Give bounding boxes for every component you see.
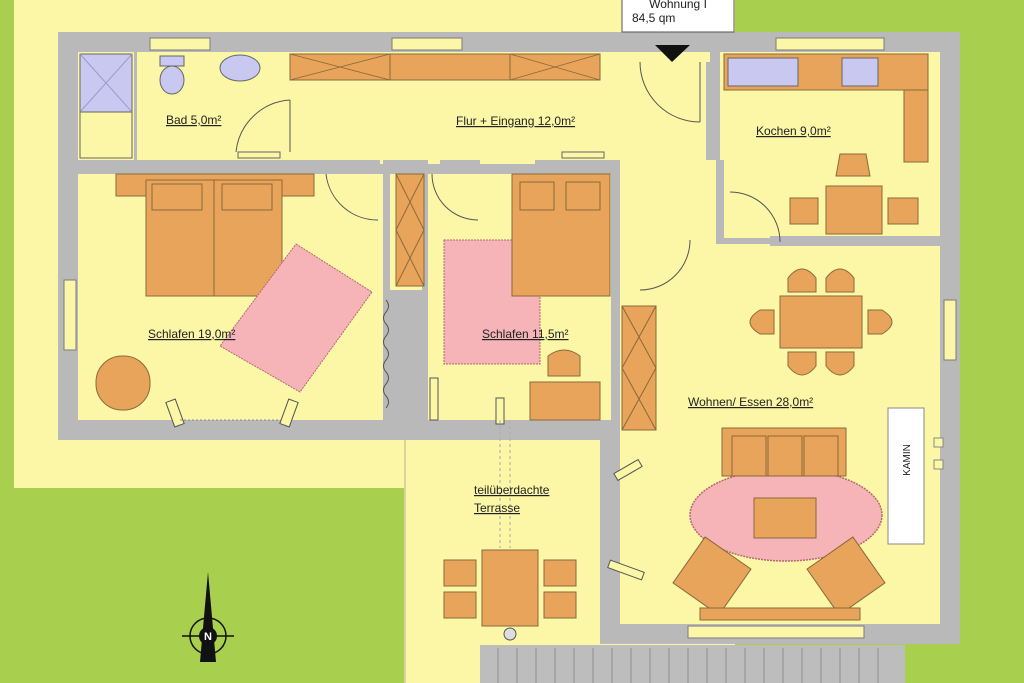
single-bed (511, 173, 611, 297)
windows (63, 37, 957, 639)
compass-letter: N (204, 631, 212, 643)
dining-set (749, 268, 893, 376)
compass-icon (182, 572, 234, 662)
fireplace (887, 407, 925, 545)
rug-large-bedroom (219, 243, 373, 393)
wardrobe-cross-lines (289, 53, 601, 81)
bedroom-terrace-door (165, 398, 299, 428)
armchair (95, 355, 151, 411)
paving-joints (497, 648, 879, 683)
sink (727, 57, 799, 87)
closet-small (395, 173, 425, 287)
rain-pipe (503, 627, 517, 641)
title-line1: Wohnung I (649, 0, 707, 11)
shoe-rack (237, 151, 281, 159)
door-swings (235, 61, 781, 291)
radiator (561, 151, 605, 159)
garden-strip-left (0, 0, 14, 488)
bathroom-divider (134, 52, 137, 160)
bathroom-fixtures (79, 53, 261, 159)
label-terrasse-2: Terrasse (474, 501, 520, 515)
desk-and-chair (529, 349, 601, 421)
entrance-arrow-icon (655, 45, 690, 62)
curtain (383, 299, 389, 409)
label-terrasse-1: teilüberdachte (474, 483, 550, 497)
sofa-set (672, 427, 886, 621)
title-box (621, 0, 735, 33)
terrace-table-set (443, 549, 577, 627)
cooktop (841, 57, 879, 87)
kitchen-dining-set (789, 153, 919, 235)
garden-lawn-left (0, 488, 405, 683)
title-line2: 84,5 qm (632, 11, 675, 25)
label-kochen: Kochen 9,0m² (756, 124, 831, 138)
living-terrace-door (607, 458, 645, 581)
label-schlafen-klein: Schlafen 11,5m² (482, 327, 569, 341)
terrace-edge-line (404, 440, 406, 683)
double-bed (115, 173, 315, 297)
paving-strip (480, 645, 905, 683)
label-kamin: KAMIN (902, 444, 913, 476)
label-flur: Flur + Eingang 12,0m² (456, 114, 575, 128)
label-bad: Bad 5,0m² (166, 113, 221, 127)
small-bedroom-terrace-door (429, 377, 505, 425)
label-schlafen-gross: Schlafen 19,0m² (148, 327, 235, 341)
hall-wardrobe (289, 53, 601, 81)
label-wohnen: Wohnen/ Essen 28,0m² (688, 395, 813, 409)
fireplace-vents (933, 437, 944, 470)
sideboard (621, 305, 657, 431)
